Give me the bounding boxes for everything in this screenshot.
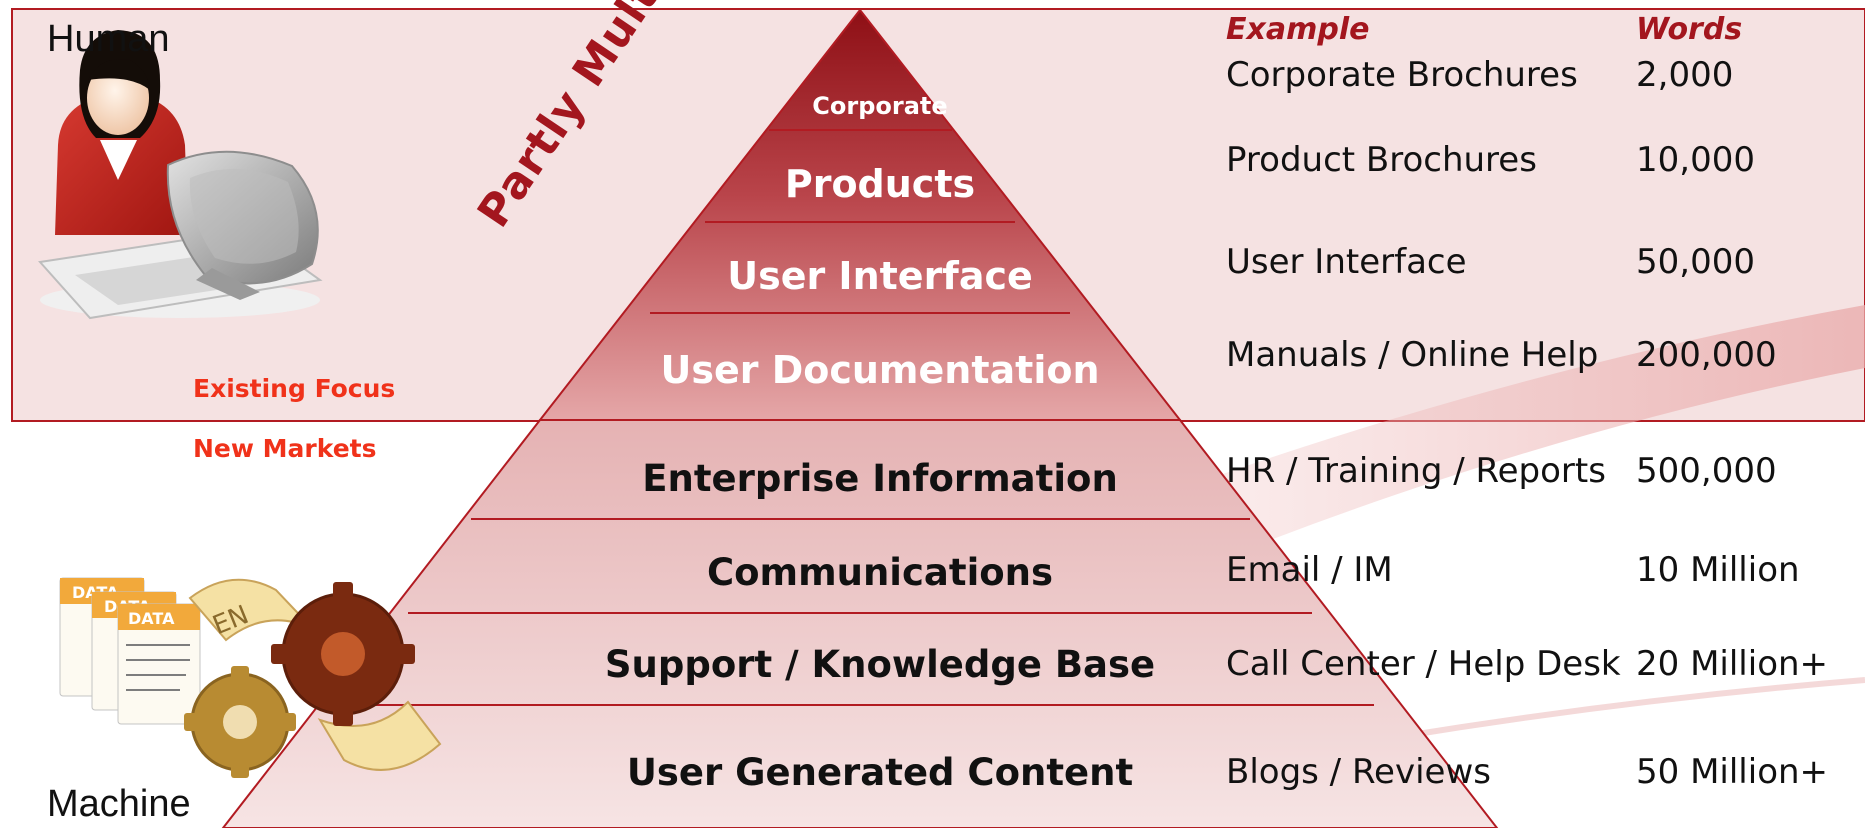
example-corporate: Corporate Brochures: [1226, 55, 1578, 95]
tier-label-communications: Communications: [706, 551, 1054, 594]
example-user-documentation: Manuals / Online Help: [1226, 335, 1599, 375]
existing-focus-label: Existing Focus: [193, 374, 396, 403]
words-support-knowledge-base: 20 Million+: [1636, 644, 1829, 684]
tier-dividers: [347, 129, 1374, 706]
data-documents-with-gears-icon: DATA DATA DATA EN: [59, 577, 442, 778]
example-user-generated-content: Blogs / Reviews: [1226, 752, 1491, 792]
new-markets-label: New Markets: [193, 434, 377, 463]
example-communications: Email / IM: [1226, 550, 1393, 590]
human-label: Human: [47, 18, 170, 60]
tier-label-user-documentation: User Documentation: [660, 348, 1100, 392]
words-products: 10,000: [1636, 140, 1755, 180]
person-at-computer-icon: [38, 30, 323, 320]
tier-label-products: Products: [784, 162, 976, 206]
example-enterprise-information: HR / Training / Reports: [1226, 451, 1606, 491]
tier-label-user-interface: User Interface: [727, 254, 1033, 298]
example-user-interface: User Interface: [1226, 242, 1467, 282]
words-user-documentation: 200,000: [1636, 335, 1777, 375]
background-swoosh: [1030, 305, 1865, 640]
words-corporate: 2,000: [1636, 55, 1734, 95]
svg-text:DATA: DATA: [128, 609, 175, 628]
background-swoosh-thin: [1379, 677, 1865, 743]
tier-label-enterprise-information: Enterprise Information: [642, 457, 1118, 500]
tier-label-user-generated-content: User Generated Content: [626, 751, 1134, 794]
words-communications: 10 Million: [1636, 550, 1800, 590]
words-enterprise-information: 500,000: [1636, 451, 1777, 491]
words-user-generated-content: 50 Million+: [1636, 752, 1829, 792]
words-column-header: Words: [1636, 12, 1743, 47]
example-products: Product Brochures: [1226, 140, 1537, 180]
tier-label-corporate: Corporate: [812, 92, 948, 120]
example-column-header: Example: [1226, 12, 1370, 47]
machine-label: Machine: [47, 783, 191, 825]
tier-label-support-knowledge-base: Support / Knowledge Base: [604, 643, 1156, 686]
words-user-interface: 50,000: [1636, 242, 1755, 282]
example-support-knowledge-base: Call Center / Help Desk: [1226, 644, 1621, 684]
